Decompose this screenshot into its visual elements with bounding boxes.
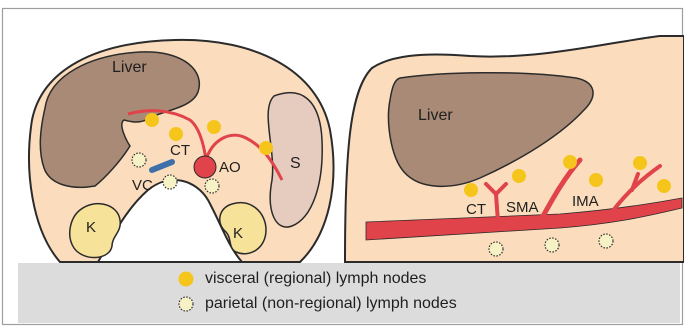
kidney-label-right: K	[233, 225, 243, 242]
legend-item-visceral: visceral (regional) lymph nodes	[177, 267, 426, 291]
vena-cava-label: VC	[132, 177, 153, 194]
ima-label: IMA	[572, 193, 599, 210]
legend: visceral (regional) lymph nodes parietal…	[18, 263, 680, 323]
sma-label: SMA	[506, 199, 539, 216]
visceral-node	[657, 179, 671, 193]
sagittal-section: Liver CT SMA IMA	[345, 36, 684, 262]
visceral-node	[169, 127, 183, 141]
parietal-node	[132, 153, 146, 167]
parietal-node	[205, 179, 219, 193]
liver-label-left: Liver	[112, 59, 147, 76]
parietal-node	[545, 238, 559, 252]
aorta-label: AO	[219, 159, 241, 176]
visceral-node-icon	[177, 270, 195, 288]
visceral-node	[145, 113, 159, 127]
parietal-node	[489, 242, 503, 256]
parietal-node	[163, 175, 177, 189]
aorta	[194, 156, 216, 178]
visceral-node	[464, 183, 478, 197]
visceral-node	[589, 173, 603, 187]
spleen-label: S	[290, 155, 301, 172]
legend-label-visceral: visceral (regional) lymph nodes	[205, 270, 426, 288]
liver-label-right: Liver	[418, 107, 453, 124]
parietal-node-icon	[177, 295, 195, 313]
visceral-node	[563, 155, 577, 169]
visceral-node	[633, 156, 647, 170]
visceral-node	[512, 169, 526, 183]
parietal-node	[599, 234, 613, 248]
visceral-node	[207, 120, 221, 134]
kidney-label-left: K	[86, 219, 96, 236]
transverse-section: Liver S K K AO CT VC	[29, 40, 333, 262]
celiac-trunk-label-left: CT	[170, 142, 190, 159]
legend-item-parietal: parietal (non-regional) lymph nodes	[177, 292, 457, 316]
celiac-trunk-label-right: CT	[466, 201, 486, 218]
visceral-node	[259, 141, 273, 155]
legend-label-parietal: parietal (non-regional) lymph nodes	[205, 295, 457, 313]
